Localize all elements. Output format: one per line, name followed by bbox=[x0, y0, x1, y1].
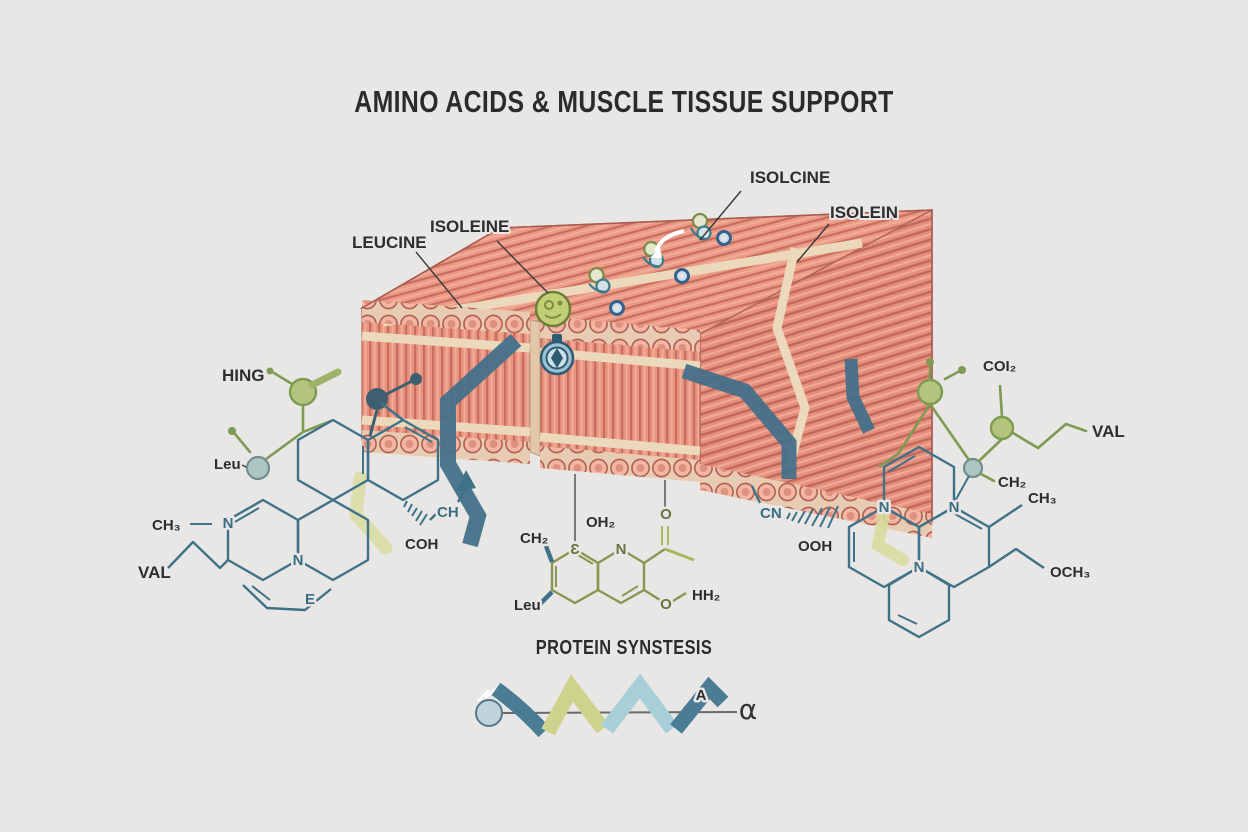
helix-band-3 bbox=[601, 673, 679, 734]
helix-a-label: A bbox=[696, 687, 707, 704]
label-coi2: COI₂ bbox=[983, 358, 1016, 375]
label-ch3-right: CH₃ bbox=[1028, 490, 1057, 507]
donut-icons bbox=[609, 230, 732, 316]
muscle-seam bbox=[529, 319, 541, 457]
atom-ch-left: CH bbox=[437, 504, 459, 521]
left-molecule: HING Leu CH₃ VAL N N E CH COH bbox=[136, 364, 476, 612]
label-hh2: HH₂ bbox=[692, 587, 720, 604]
helix-alpha-label: α bbox=[739, 693, 757, 726]
vesicle-icon bbox=[534, 290, 572, 328]
label-isoleine: ISOLEINE bbox=[430, 217, 509, 236]
left-yellow-wedge bbox=[349, 471, 393, 555]
carrier-icon bbox=[690, 212, 712, 241]
atom-e-left: E bbox=[305, 591, 315, 608]
receptor-icon bbox=[539, 334, 575, 376]
muscle-tissue-block bbox=[359, 208, 933, 538]
left-dark-nodes bbox=[366, 373, 422, 437]
center-rings bbox=[550, 547, 687, 605]
atom-cn: CN bbox=[760, 505, 782, 522]
center-molecule: CH₂ OH₂ Ɛ N O Leu O HH₂ bbox=[512, 474, 723, 617]
right-green-skeleton bbox=[878, 358, 1088, 483]
helix-band-4 bbox=[670, 676, 729, 734]
atom-epsilon: Ɛ bbox=[570, 541, 580, 558]
label-ch3-left: CH₃ bbox=[152, 517, 181, 534]
wedge-leu bbox=[538, 590, 554, 606]
block-outline bbox=[361, 209, 933, 522]
label-ooh: OOH bbox=[798, 538, 832, 555]
atom-n2-left: N bbox=[293, 552, 304, 569]
helix-band-1 bbox=[491, 682, 550, 738]
label-ch2-right: CH₂ bbox=[998, 474, 1026, 491]
label-leu-left: Leu bbox=[214, 456, 241, 473]
atom-n1-left: N bbox=[223, 515, 234, 532]
label-leucine: LEUCINE bbox=[352, 233, 427, 252]
label-isolcine: ISOLCINE bbox=[750, 168, 830, 187]
helix-ball bbox=[475, 699, 503, 727]
right-molecule: CN OOH N N N COI₂ VAL CH₂ CH₃ OCH₃ bbox=[750, 356, 1127, 639]
label-coh: COH bbox=[405, 536, 438, 553]
wedge-ch2 bbox=[543, 545, 555, 563]
atom-o-top: O bbox=[660, 506, 672, 523]
amino-acid-carrier-icons bbox=[588, 212, 732, 316]
atom-n1-right: N bbox=[879, 499, 890, 516]
label-leu-center: Leu bbox=[514, 597, 541, 614]
carrier-icon bbox=[588, 267, 611, 294]
helix-band-2 bbox=[541, 674, 609, 736]
label-isolein: ISOLEIN bbox=[830, 203, 898, 222]
protein-synthesis-label: PROTEIN SYNSTESIS bbox=[535, 637, 713, 659]
fiber-end-rows bbox=[362, 300, 932, 538]
page-title: AMINO ACIDS & MUSCLE TISSUE SUPPORT bbox=[354, 84, 894, 119]
leu-node bbox=[245, 455, 271, 481]
right-rings bbox=[750, 445, 1045, 639]
label-hing: HING bbox=[222, 366, 265, 385]
atom-o-bottom: O bbox=[660, 596, 672, 613]
ribbons bbox=[440, 334, 875, 548]
label-ch2-center: CH₂ bbox=[520, 530, 548, 547]
left-wedge-bond bbox=[456, 470, 476, 492]
left-rings bbox=[167, 402, 468, 612]
label-val-right: VAL bbox=[1092, 422, 1125, 441]
right-yellow-wedge bbox=[871, 508, 909, 566]
atom-n-center: N bbox=[616, 541, 627, 558]
helix-ball-highlight bbox=[477, 688, 496, 702]
atom-n3-right: N bbox=[949, 499, 960, 516]
label-och3: OCH₃ bbox=[1050, 564, 1090, 581]
label-val-left: VAL bbox=[138, 563, 171, 582]
atom-n2-right: N bbox=[914, 559, 925, 576]
connector-lines bbox=[574, 474, 666, 541]
white-arrow-icon bbox=[650, 229, 685, 258]
center-carbonyl bbox=[643, 526, 695, 564]
label-oh2: OH₂ bbox=[586, 514, 615, 531]
protein-helix: A α bbox=[475, 673, 757, 738]
